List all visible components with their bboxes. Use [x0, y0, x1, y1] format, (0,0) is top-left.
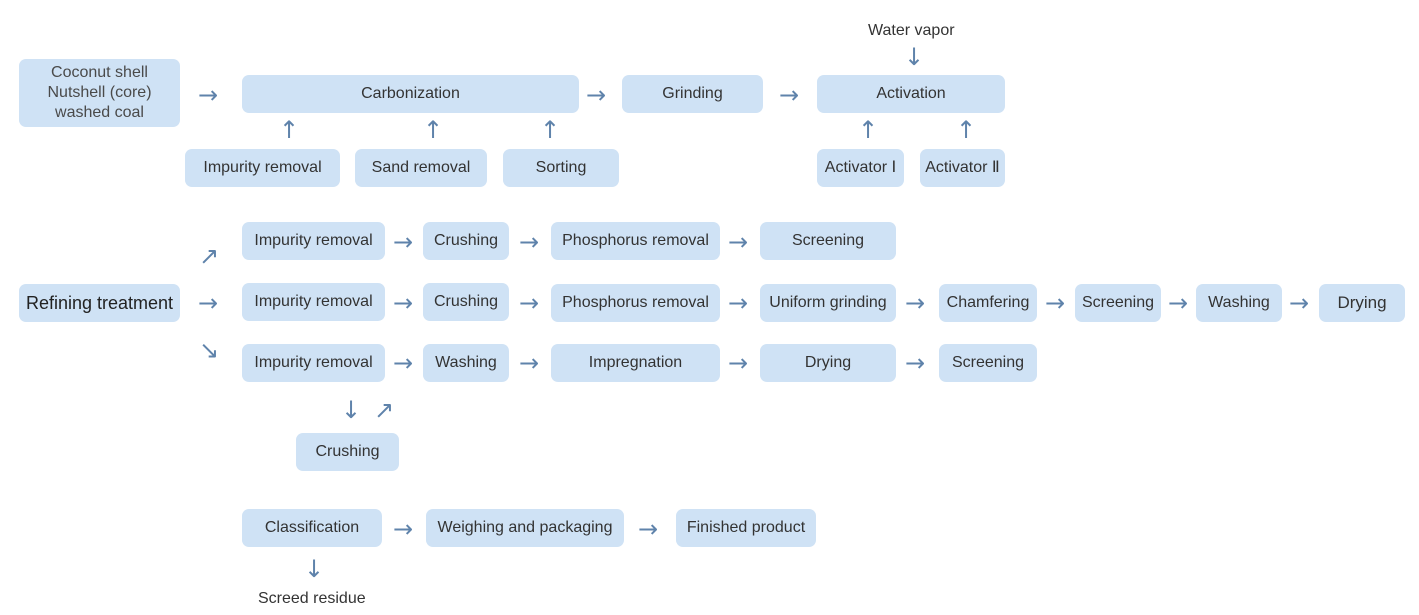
activator-2-box: Activator Ⅱ: [920, 149, 1005, 187]
impurity-removal-box: Impurity removal: [185, 149, 340, 187]
arrow-down-right-icon: ↘: [199, 336, 220, 364]
arrow-right-icon: →: [779, 81, 800, 109]
arrow-right-icon: →: [393, 228, 414, 256]
arrow-right-icon: →: [393, 289, 414, 317]
row-b-impurity-removal-box: Impurity removal: [242, 283, 385, 321]
arrow-right-icon: →: [1168, 289, 1189, 317]
row-b-crushing-box: Crushing: [423, 283, 509, 321]
row-c-impregnation-box: Impregnation: [551, 344, 720, 382]
grinding-box: Grinding: [622, 75, 763, 113]
raw-material-line-2: Nutshell (core): [47, 84, 152, 101]
row-a-crushing-box: Crushing: [423, 222, 509, 260]
arrow-right-icon: →: [728, 289, 749, 317]
arrow-down-icon: ↓: [341, 396, 362, 424]
raw-materials-box: Coconut shell Nutshell (core) washed coa…: [19, 59, 180, 127]
row-c-drying-box: Drying: [760, 344, 896, 382]
arrow-right-icon: →: [519, 289, 540, 317]
row-a-phosphorus-removal-box: Phosphorus removal: [551, 222, 720, 260]
arrow-up-icon: ↑: [540, 116, 561, 144]
sorting-box: Sorting: [503, 149, 619, 187]
row-c-screening-box: Screening: [939, 344, 1037, 382]
arrow-up-icon: ↑: [423, 116, 444, 144]
arrow-up-icon: ↑: [858, 116, 879, 144]
row-a-impurity-removal-box: Impurity removal: [242, 222, 385, 260]
arrow-right-icon: →: [1289, 289, 1310, 317]
sand-removal-box: Sand removal: [355, 149, 487, 187]
row-b-uniform-grinding-box: Uniform grinding: [760, 284, 896, 322]
arrow-down-icon: ↓: [904, 43, 925, 71]
row-b-drying-box: Drying: [1319, 284, 1405, 322]
arrow-down-icon: ↓: [304, 555, 325, 583]
row-a-screening-box: Screening: [760, 222, 896, 260]
arrow-right-icon: →: [586, 81, 607, 109]
arrow-right-icon: →: [905, 289, 926, 317]
screed-residue-label: Screed residue: [258, 590, 366, 607]
arrow-right-icon: →: [905, 349, 926, 377]
row-c-impurity-removal-box: Impurity removal: [242, 344, 385, 382]
arrow-right-icon: →: [198, 289, 219, 317]
arrow-right-icon: →: [638, 515, 659, 543]
weighing-packaging-box: Weighing and packaging: [426, 509, 624, 547]
activation-box: Activation: [817, 75, 1005, 113]
row-b-washing-box: Washing: [1196, 284, 1282, 322]
activator-1-box: Activator Ⅰ: [817, 149, 904, 187]
row-b-phosphorus-removal-box: Phosphorus removal: [551, 284, 720, 322]
raw-material-line-3: washed coal: [55, 104, 144, 121]
arrow-right-icon: →: [1045, 289, 1066, 317]
finished-product-box: Finished product: [676, 509, 816, 547]
row-c-washing-box: Washing: [423, 344, 509, 382]
arrow-right-icon: →: [519, 349, 540, 377]
carbonization-box: Carbonization: [242, 75, 579, 113]
arrow-right-icon: →: [728, 228, 749, 256]
arrow-up-right-icon: ↗: [199, 242, 220, 270]
arrow-right-icon: →: [728, 349, 749, 377]
row-b-chamfering-box: Chamfering: [939, 284, 1037, 322]
water-vapor-label: Water vapor: [868, 22, 955, 39]
arrow-right-icon: →: [393, 349, 414, 377]
row-b-screening-box: Screening: [1075, 284, 1161, 322]
arrow-right-icon: →: [198, 81, 219, 109]
arrow-up-right-icon: ↗: [374, 396, 395, 424]
refining-treatment-box: Refining treatment: [19, 284, 180, 322]
arrow-up-icon: ↑: [956, 116, 977, 144]
branch-crushing-box: Crushing: [296, 433, 399, 471]
classification-box: Classification: [242, 509, 382, 547]
arrow-right-icon: →: [393, 515, 414, 543]
raw-material-line-1: Coconut shell: [51, 64, 148, 81]
arrow-up-icon: ↑: [279, 116, 300, 144]
arrow-right-icon: →: [519, 228, 540, 256]
